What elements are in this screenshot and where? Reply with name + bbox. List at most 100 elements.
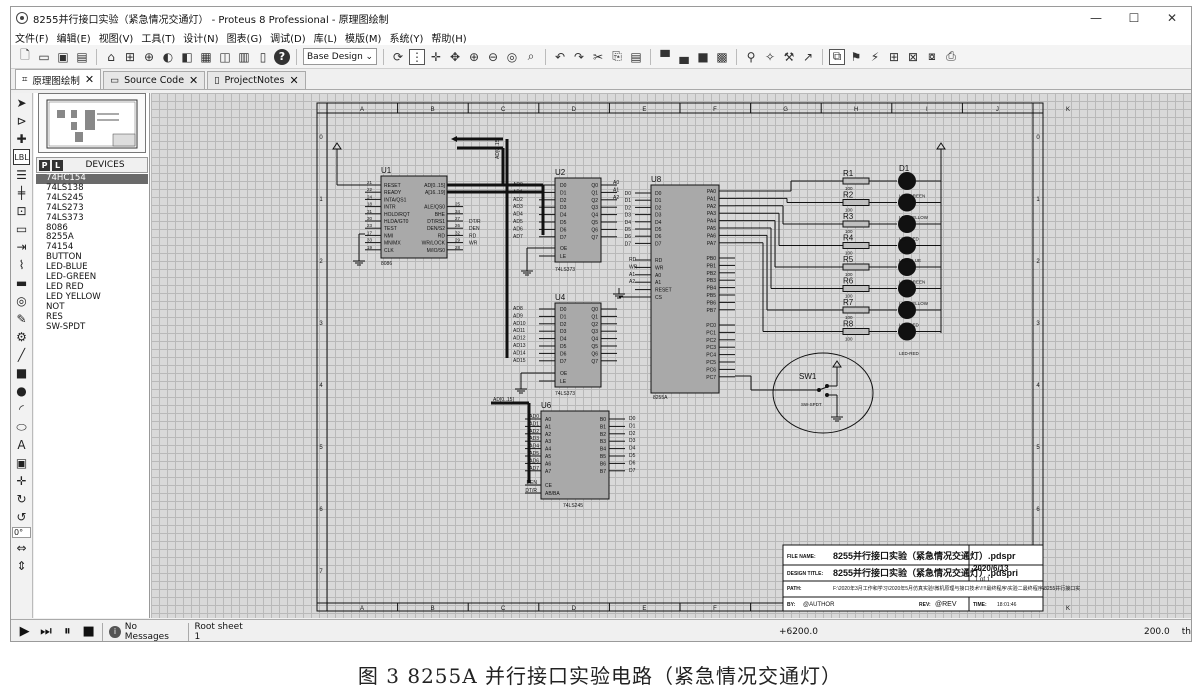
- tape-recorder-icon[interactable]: ▬: [15, 276, 28, 290]
- new-sheet-icon[interactable]: ⊞: [888, 49, 900, 64]
- bom-icon[interactable]: ▦: [200, 49, 212, 64]
- pause-icon[interactable]: ⏸: [64, 624, 71, 639]
- device-list-item[interactable]: 74HC154: [36, 173, 148, 184]
- messages-status[interactable]: No Messages: [124, 621, 169, 642]
- bus-mode-icon[interactable]: ╪: [17, 186, 26, 200]
- undo-icon[interactable]: ↶: [554, 49, 566, 64]
- subcircuit-icon[interactable]: ⊡: [16, 204, 27, 218]
- path-draw-icon[interactable]: ⬭: [16, 419, 27, 434]
- menu-edit[interactable]: 编辑(E): [56, 33, 91, 45]
- tab-schematic[interactable]: ⌗ 原理图绘制 ✕: [15, 69, 102, 89]
- pcb-icon[interactable]: ⊕: [143, 49, 155, 64]
- minimize-button[interactable]: —: [1090, 11, 1102, 25]
- package-tool-icon[interactable]: ⚒: [783, 49, 795, 64]
- virtual-instrument-icon[interactable]: ⚙: [16, 330, 27, 344]
- rotate-cw-icon[interactable]: ↻: [16, 492, 27, 506]
- zoom-all-icon[interactable]: ◎: [506, 49, 518, 64]
- block-rotate-icon[interactable]: ■: [697, 49, 709, 64]
- help-icon[interactable]: ?: [274, 48, 290, 65]
- menu-help[interactable]: 帮助(H): [431, 33, 467, 45]
- device-pin-icon[interactable]: ⇥: [16, 240, 27, 254]
- play-icon[interactable]: ▶: [19, 624, 30, 639]
- device-list-item[interactable]: LED-BLUE: [46, 262, 88, 273]
- pick-devices-button[interactable]: P: [39, 159, 50, 171]
- selection-mode-icon[interactable]: ➤: [16, 96, 27, 110]
- save-icon[interactable]: ▣: [57, 49, 69, 64]
- open-folder-icon[interactable]: ▭: [38, 49, 50, 64]
- graph-mode-icon[interactable]: ⌇: [18, 258, 25, 272]
- close-button[interactable]: ✕: [1166, 11, 1178, 25]
- zoom-in-icon[interactable]: ⊕: [468, 49, 480, 64]
- device-list-item[interactable]: LED-GREEN: [46, 272, 97, 283]
- device-list-item[interactable]: 74154: [46, 242, 74, 253]
- device-list-item[interactable]: LED YELLOW: [46, 291, 101, 302]
- schematic-canvas[interactable]: AABBCCDDEEFFGGHHIIJJKK0011223344556677U1…: [151, 93, 1192, 618]
- mirror-vertical-icon[interactable]: ⇕: [16, 559, 27, 573]
- schematic-drawing[interactable]: AABBCCDDEEFFGGHHIIJJKK0011223344556677U1…: [151, 93, 1192, 618]
- voltage-probe-icon[interactable]: ✎: [16, 312, 27, 326]
- origin-icon[interactable]: ✛: [430, 49, 442, 64]
- menu-library[interactable]: 库(L): [313, 33, 338, 45]
- report-icon[interactable]: ⎙: [946, 49, 956, 63]
- block-move-icon[interactable]: ▄: [679, 49, 689, 64]
- pick-device-icon[interactable]: ⚲: [746, 49, 756, 64]
- new-file-icon[interactable]: 🗋: [20, 48, 30, 62]
- block-copy-icon[interactable]: ▀: [660, 49, 670, 64]
- menu-view[interactable]: 视图(V): [98, 33, 134, 45]
- device-list-item[interactable]: BUTTON: [46, 252, 82, 263]
- close-tab-icon[interactable]: ✕: [84, 73, 95, 86]
- cut-icon[interactable]: ✂: [592, 49, 604, 64]
- generator-icon[interactable]: ◎: [16, 294, 27, 308]
- maximize-button[interactable]: ☐: [1128, 11, 1140, 25]
- menu-tools[interactable]: 工具(T): [141, 33, 176, 45]
- terminal-mode-icon[interactable]: ▭: [15, 222, 28, 236]
- device-list-item[interactable]: 74LS138: [46, 182, 84, 193]
- junction-dot-icon[interactable]: ✚: [16, 132, 27, 146]
- refresh-icon[interactable]: ⟳: [392, 49, 404, 64]
- overview-window[interactable]: [38, 93, 146, 153]
- device-list-item[interactable]: 74LS273: [46, 202, 84, 213]
- search-tag-icon[interactable]: ⚑: [850, 49, 862, 64]
- menu-template[interactable]: 模版(M): [345, 33, 382, 45]
- paste-icon[interactable]: ▤: [630, 49, 642, 64]
- rotation-angle-field[interactable]: 0°: [12, 527, 31, 538]
- tab-project-notes[interactable]: ▯ ProjectNotes ✕: [207, 71, 306, 89]
- menu-file[interactable]: 文件(F): [15, 33, 49, 45]
- step-icon[interactable]: ⏭: [40, 624, 52, 639]
- text-script-icon[interactable]: ☰: [16, 168, 27, 182]
- schematic-icon[interactable]: ⊞: [124, 49, 136, 64]
- menu-design[interactable]: 设计(N): [183, 33, 219, 45]
- remove-sheet-icon[interactable]: ⊠: [907, 49, 919, 64]
- wire-label-icon[interactable]: LBL: [13, 149, 30, 165]
- menu-debug[interactable]: 调试(D): [270, 33, 306, 45]
- device-list-item[interactable]: RES: [46, 311, 63, 322]
- grid-toggle-icon[interactable]: ⋮: [409, 48, 425, 65]
- circle-draw-icon[interactable]: ●: [16, 384, 27, 398]
- home-icon[interactable]: ⌂: [107, 49, 115, 64]
- symbol-draw-icon[interactable]: ▣: [15, 456, 28, 470]
- device-list-item[interactable]: LED RED: [46, 281, 84, 292]
- marker-draw-icon[interactable]: ✛: [16, 474, 27, 488]
- code-icon[interactable]: ◫: [219, 49, 231, 64]
- text-draw-icon[interactable]: A: [17, 438, 26, 452]
- rotate-ccw-icon[interactable]: ↺: [16, 510, 27, 524]
- pan-icon[interactable]: ✥: [449, 49, 461, 64]
- 3d-icon[interactable]: ◐: [162, 49, 174, 64]
- close-project-icon[interactable]: ▤: [76, 49, 88, 64]
- tab-source-code[interactable]: ▭ Source Code ✕: [103, 71, 206, 89]
- zoom-area-icon[interactable]: ⌕: [527, 49, 535, 63]
- menu-system[interactable]: 系统(Y): [389, 33, 424, 45]
- block-delete-icon[interactable]: ▩: [716, 49, 728, 64]
- library-icon[interactable]: ▯: [259, 49, 267, 64]
- redo-icon[interactable]: ↷: [573, 49, 585, 64]
- arc-draw-icon[interactable]: ◜: [19, 402, 24, 416]
- make-device-icon[interactable]: ✧: [764, 49, 776, 64]
- design-variant-select[interactable]: Base Design⌄: [303, 48, 377, 65]
- gerber-icon[interactable]: ◧: [181, 49, 193, 64]
- decompose-icon[interactable]: ↗: [802, 49, 814, 64]
- close-tab-icon[interactable]: ✕: [189, 74, 199, 87]
- device-list-item[interactable]: NOT: [46, 301, 65, 312]
- wire-autorouter-icon[interactable]: ⧉: [829, 48, 845, 65]
- close-tab-icon[interactable]: ✕: [289, 74, 299, 87]
- library-manager-button[interactable]: L: [52, 159, 63, 171]
